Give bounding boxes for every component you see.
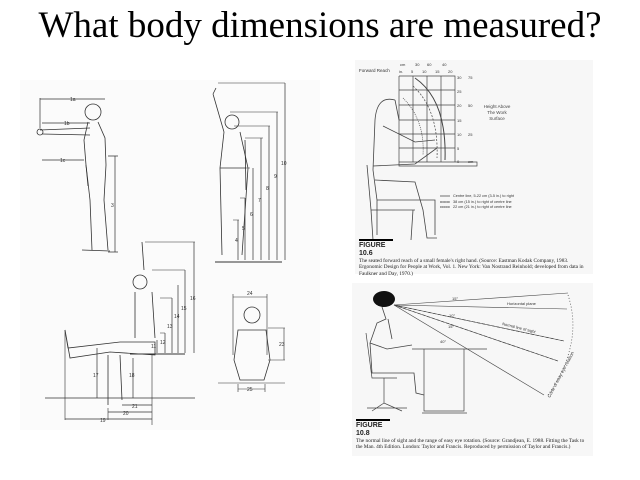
horizontal-plane-label: Horizontal plane [507,301,537,306]
height-side-label: Height Above The Work Surface [483,104,511,121]
label-6: 6 [250,212,253,218]
figure-10-6-caption: FIGURE 10.6 The seated forward reach of … [359,239,589,277]
height-tick: 0 [457,159,460,164]
in-tick: 10 [422,69,427,74]
line-of-sight-drawing: 15° 10° 15° 40° Horizontal plane Normal … [365,291,575,414]
caption-text: The normal line of sight and the range o… [356,438,585,451]
height-tick: 15 [457,118,462,123]
standing-front-figure [212,82,286,263]
label-10: 10 [281,161,287,167]
figure-label: FIGURE 10.8 [356,419,390,438]
cm-label: cm [400,62,406,67]
in-tick: 5 [411,69,414,74]
angle-label: 15° [448,324,454,329]
figure-10-8-caption: FIGURE 10.8 The normal line of sight and… [356,419,588,451]
forward-reach-header: Forward Reach [359,68,390,73]
cm-tick: 60 [427,62,432,67]
in-tick: 20 [448,69,453,74]
height-unit: cm [468,159,474,164]
label-9: 9 [274,174,277,180]
label-15: 15 [181,306,187,312]
label-8: 8 [266,186,269,192]
angle-label: 15° [452,296,458,301]
seated-figure [45,241,195,425]
in-tick: 15 [435,69,440,74]
label-4: 4 [235,238,238,244]
legend-item: 22 cm (21 in.) to right of centre line [453,205,512,209]
cm-tick: 30 [415,62,420,67]
anthropometry-drawing: 1a 1b 1c 3 4 5 6 7 8 9 10 11 12 13 14 15… [36,82,287,425]
label-24: 24 [247,291,253,297]
label-5: 5 [242,226,245,232]
height-tick: 25 [457,89,462,94]
standing-side-figure [36,98,118,253]
label-7: 7 [258,198,261,204]
label-13: 13 [167,324,173,330]
label-3: 3 [111,203,114,209]
in-label: in. [399,69,403,74]
label-19: 19 [100,418,106,424]
figure-label: FIGURE 10.6 [359,239,393,258]
caption-text: The seated forward reach of a small fema… [359,258,584,277]
label-25: 25 [247,387,253,393]
anthropometry-figure: 1a 1b 1c 3 4 5 6 7 8 9 10 11 12 13 14 15… [20,80,320,430]
forward-reach-figure: Forward Reach cm 30 60 40 in. 5 10 15 20… [355,60,593,277]
height-tick: 5 [457,146,460,151]
cm-tick: 40 [442,62,447,67]
label-16: 16 [190,296,196,302]
label-1c: 1c [60,158,66,164]
legend-item: 38 cm (15 in.) to right of centre line [453,200,512,204]
cone-label: Cone of easy eye rotation [546,350,575,398]
height-tick: 30 [457,75,462,80]
label-11: 11 [151,344,156,350]
label-14: 14 [174,314,180,320]
label-17: 17 [93,373,99,379]
label-12: 12 [160,340,166,346]
label-20: 20 [123,411,129,417]
forward-reach-drawing: Forward Reach cm 30 60 40 in. 5 10 15 20… [359,62,515,241]
height-tick: 10 [457,132,462,137]
label-1a: 1a [70,97,76,103]
label-1b: 1b [64,121,70,127]
cm-height-tick: 25 [468,132,473,137]
legend-item: Centre line, 5-22 cm (3-5 in.) to right [453,194,515,198]
angle-label: 40° [440,339,446,344]
back-view-figure [218,294,285,392]
label-21: 21 [132,404,138,410]
angle-label: 10° [449,313,455,318]
line-of-sight-figure: 15° 10° 15° 40° Horizontal plane Normal … [352,283,593,456]
slide-title: What body dimensions are measured? [38,5,602,46]
label-23: 23 [279,342,285,348]
normal-line-label: Normal line of sight [502,321,537,334]
label-18: 18 [129,373,135,379]
height-tick: 20 [457,103,462,108]
cm-height-tick: 75 [468,75,473,80]
cm-height-tick: 50 [468,103,473,108]
